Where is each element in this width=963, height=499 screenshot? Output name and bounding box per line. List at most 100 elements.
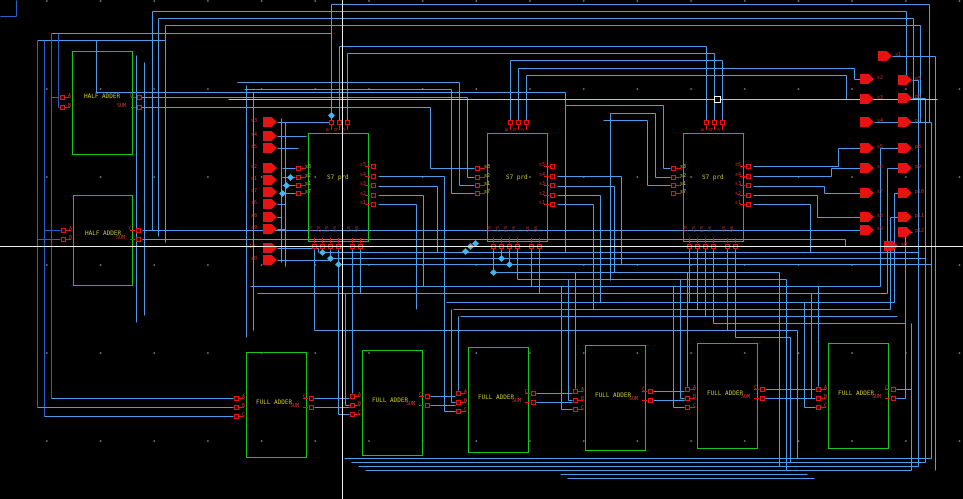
- s7-prd-2-pin[interactable]: [550, 164, 555, 169]
- s7-prd-3-pin[interactable]: [671, 175, 676, 180]
- full-adder-3-pin[interactable]: [456, 400, 461, 405]
- s7-prd-3-pin[interactable]: [746, 193, 751, 198]
- s7-prd-3-pin[interactable]: [746, 174, 751, 179]
- s7-prd-1-pin[interactable]: [337, 120, 342, 125]
- input-port[interactable]: [263, 224, 277, 234]
- full-adder-6-pin[interactable]: [816, 396, 821, 401]
- full-adder-1-pin[interactable]: [234, 414, 239, 419]
- full-adder-2-pin[interactable]: [350, 412, 355, 417]
- full-adder-1-pin[interactable]: [234, 405, 239, 410]
- output-port[interactable]: [898, 212, 912, 222]
- full-adder-3-pin[interactable]: [456, 409, 461, 414]
- s7-prd-3-pin[interactable]: [720, 120, 725, 125]
- half-adder-1-pin[interactable]: [60, 105, 65, 110]
- full-adder-4-pin[interactable]: [573, 407, 578, 412]
- half-adder-2-pin[interactable]: [61, 237, 66, 242]
- s7-prd-1-pin[interactable]: [296, 183, 301, 188]
- output-port[interactable]: [898, 227, 912, 237]
- s7-prd-2-pin[interactable]: [524, 120, 529, 125]
- input-port[interactable]: [263, 199, 277, 209]
- full-adder-5-pin[interactable]: [685, 396, 690, 401]
- half-adder-1-pin[interactable]: [137, 105, 142, 110]
- s7-prd-3-pin[interactable]: [746, 183, 751, 188]
- half-adder-2[interactable]: [73, 195, 133, 286]
- input-port[interactable]: [263, 243, 277, 253]
- input-port[interactable]: [263, 143, 277, 153]
- output-port[interactable]: [860, 188, 874, 198]
- output-port[interactable]: [860, 143, 874, 153]
- full-adder-6-pin[interactable]: [816, 387, 821, 392]
- s7-prd-2-pin[interactable]: [475, 191, 480, 196]
- s7-prd-1-pin[interactable]: [371, 174, 376, 179]
- full-adder-4-pin[interactable]: [648, 398, 653, 403]
- input-port[interactable]: [263, 117, 277, 127]
- full-adder-3[interactable]: [468, 347, 529, 453]
- s7-prd-2-pin[interactable]: [475, 183, 480, 188]
- full-adder-4[interactable]: [585, 345, 646, 451]
- s7-prd-2-pin[interactable]: [550, 202, 555, 207]
- output-port[interactable]: [898, 143, 912, 153]
- s7-prd-1-pin[interactable]: [296, 175, 301, 180]
- output-port[interactable]: [898, 163, 912, 173]
- selected-wire-handle[interactable]: [714, 96, 721, 103]
- input-port[interactable]: [263, 175, 277, 185]
- s7-prd-1-pin[interactable]: [345, 120, 350, 125]
- full-adder-6-pin[interactable]: [816, 405, 821, 410]
- full-adder-5-pin[interactable]: [760, 396, 765, 401]
- s7-prd-1-pin[interactable]: [371, 183, 376, 188]
- full-adder-2[interactable]: [362, 350, 423, 456]
- output-port[interactable]: [898, 188, 912, 198]
- s7-prd-3-pin[interactable]: [671, 166, 676, 171]
- full-adder-1-pin[interactable]: [309, 396, 314, 401]
- s7-prd-1-pin[interactable]: [371, 193, 376, 198]
- full-adder-1[interactable]: [246, 352, 307, 458]
- output-port[interactable]: [898, 75, 912, 85]
- s7-prd-3-pin[interactable]: [712, 120, 717, 125]
- s7-prd-3-pin[interactable]: [704, 120, 709, 125]
- full-adder-4-pin[interactable]: [573, 398, 578, 403]
- full-adder-6-pin[interactable]: [891, 387, 896, 392]
- output-port[interactable]: [860, 94, 874, 104]
- full-adder-4-pin[interactable]: [573, 389, 578, 394]
- s7-prd-2-pin[interactable]: [550, 193, 555, 198]
- input-port[interactable]: [263, 212, 277, 222]
- s7-prd-3-pin[interactable]: [746, 202, 751, 207]
- half-adder-2-pin[interactable]: [136, 237, 141, 242]
- half-adder-2-pin[interactable]: [136, 228, 141, 233]
- full-adder-2-pin[interactable]: [350, 403, 355, 408]
- output-port[interactable]: [860, 163, 874, 173]
- full-adder-5-pin[interactable]: [760, 387, 765, 392]
- output-port[interactable]: [898, 117, 912, 127]
- full-adder-1-pin[interactable]: [309, 405, 314, 410]
- s7-prd-1-pin[interactable]: [296, 166, 301, 171]
- half-adder-1[interactable]: [72, 51, 133, 155]
- s7-prd-2-pin[interactable]: [516, 120, 521, 125]
- s7-prd-2-pin[interactable]: [550, 174, 555, 179]
- full-adder-2-pin[interactable]: [425, 403, 430, 408]
- s7-prd-1-pin[interactable]: [371, 202, 376, 207]
- s7-prd-3-pin[interactable]: [671, 191, 676, 196]
- full-adder-5-pin[interactable]: [685, 387, 690, 392]
- output-port[interactable]: [860, 212, 874, 222]
- full-adder-1-pin[interactable]: [234, 396, 239, 401]
- full-adder-5-pin[interactable]: [685, 405, 690, 410]
- full-adder-2-pin[interactable]: [350, 394, 355, 399]
- s7-prd-3-pin[interactable]: [746, 164, 751, 169]
- full-adder-2-pin[interactable]: [425, 394, 430, 399]
- input-port[interactable]: [263, 131, 277, 141]
- full-adder-5[interactable]: [697, 343, 758, 449]
- output-port[interactable]: [878, 51, 892, 61]
- s7-prd-2-pin[interactable]: [550, 183, 555, 188]
- full-adder-6[interactable]: [828, 343, 889, 449]
- output-port[interactable]: [898, 93, 912, 103]
- half-adder-1-pin[interactable]: [60, 95, 65, 100]
- s7-prd-1-pin[interactable]: [371, 164, 376, 169]
- s7-prd-2-pin[interactable]: [475, 166, 480, 171]
- s7-prd-1-pin[interactable]: [296, 191, 301, 196]
- full-adder-3-pin[interactable]: [531, 400, 536, 405]
- full-adder-4-pin[interactable]: [648, 389, 653, 394]
- s7-prd-2-pin[interactable]: [508, 120, 513, 125]
- half-adder-2-pin[interactable]: [61, 228, 66, 233]
- input-port[interactable]: [263, 187, 277, 197]
